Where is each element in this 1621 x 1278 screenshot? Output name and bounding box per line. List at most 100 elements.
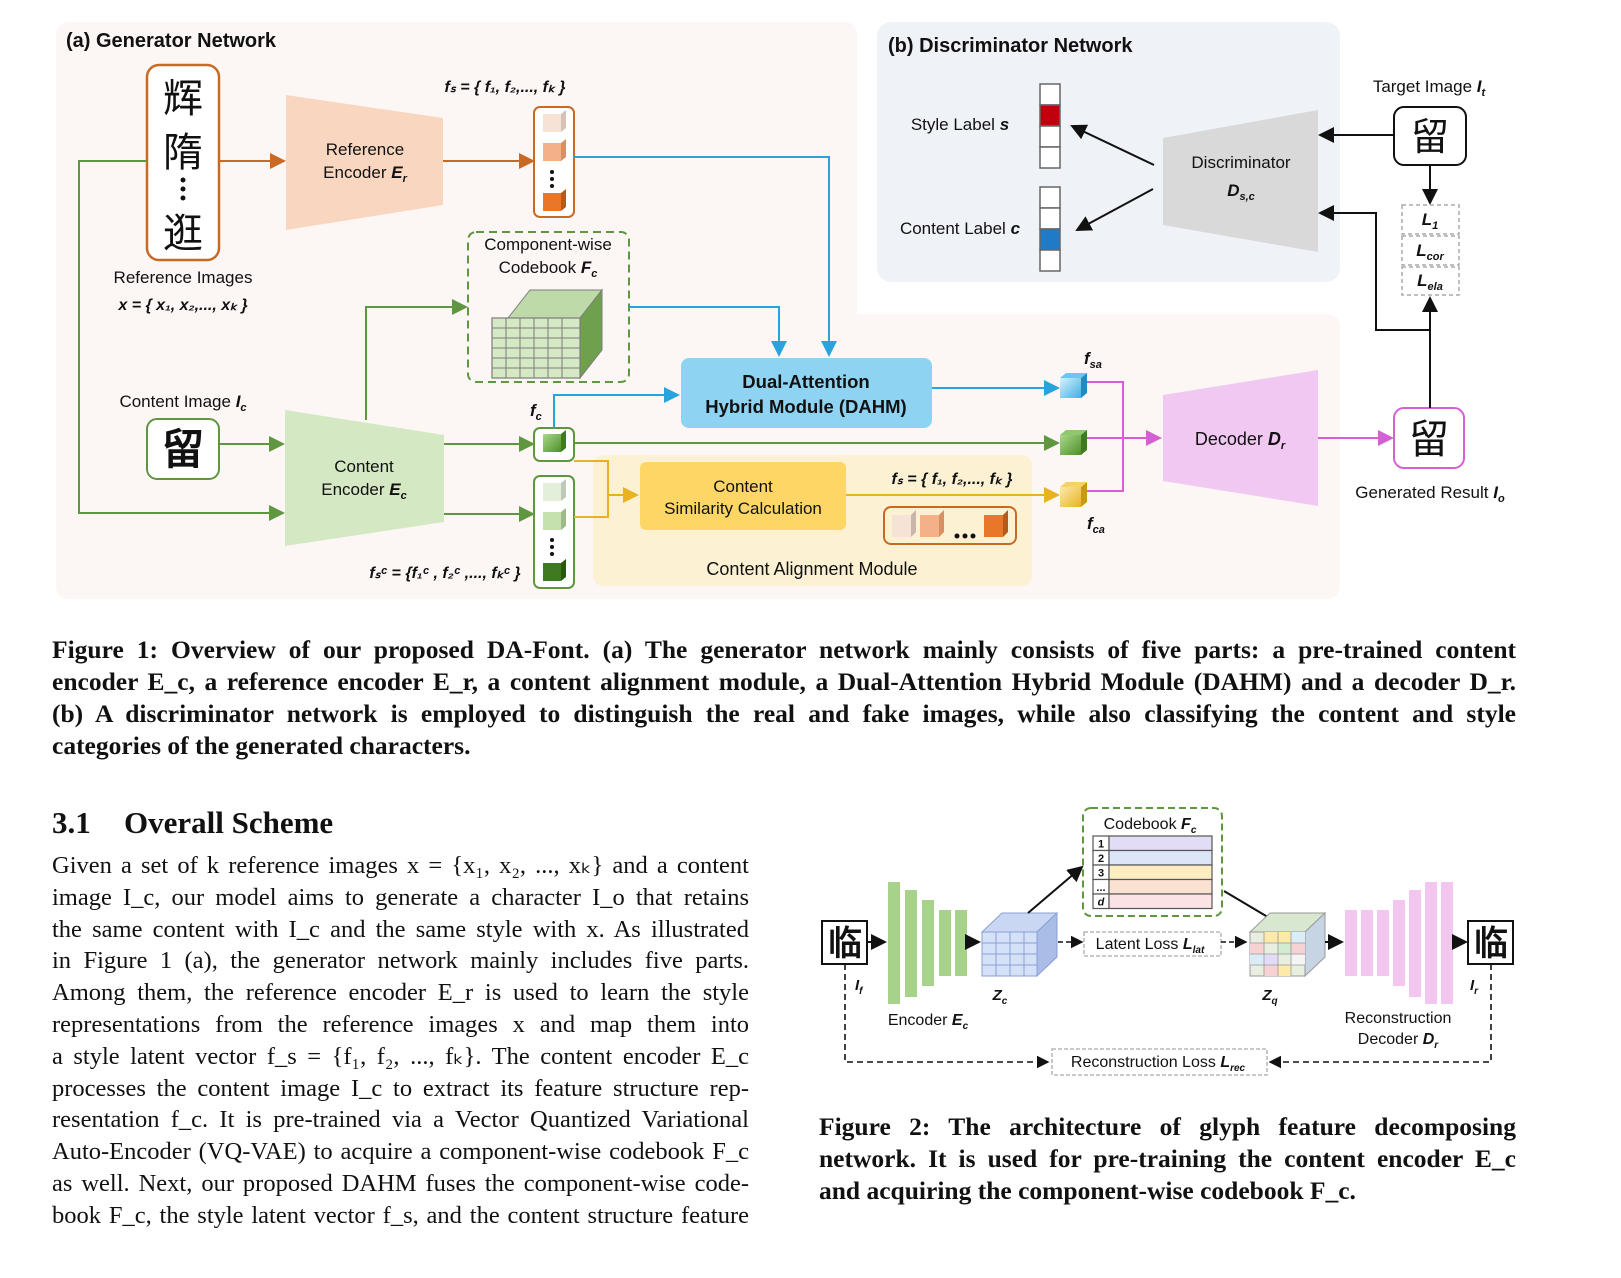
figure-1-caption-line: Figure 1: Overview of our proposed DA-Fo…	[52, 635, 1516, 664]
svg-text:Ir: Ir	[1470, 977, 1479, 997]
reference-images-formula: x = { x₁, x₂,..., xₖ }	[117, 297, 247, 314]
loss-stack: L1 Lcor Lela	[1401, 204, 1460, 296]
codebook-row-label: 1	[1098, 839, 1104, 851]
reference-images-box	[145, 63, 221, 262]
svg-text:Generated Result Io: Generated Result Io	[1355, 483, 1505, 505]
figure-2-caption: Figure 2: The architecture of glyph feat…	[819, 1111, 1516, 1207]
codebook-row	[1108, 849, 1213, 866]
body-line: image I_c, our model aims to generate a …	[52, 883, 749, 911]
svg-text:Encoder Er: Encoder Er	[323, 163, 407, 185]
fsc-box	[533, 475, 575, 589]
svg-text:Decoder Dr: Decoder Dr	[1358, 1031, 1440, 1051]
figure-2-caption-line: and acquiring the component-wise codeboo…	[819, 1176, 1356, 1205]
body-line: as well. Next, our proposed DAHM fuses t…	[52, 1169, 749, 1197]
codebook-row	[1108, 864, 1213, 881]
fig2-latent-loss	[1083, 931, 1222, 957]
body-line: Given a set of k reference images x = {x…	[52, 852, 749, 879]
fig2-input-box	[821, 920, 868, 965]
fig2-zc-cube-icon	[980, 911, 1059, 978]
discriminator-label: Discriminator	[1191, 153, 1291, 172]
codebook-cube-icon	[491, 288, 604, 380]
fig2-input-char: 临	[828, 924, 862, 964]
content-encoder-line1: Content	[334, 457, 394, 476]
cam-style-label: fₛ = { f₁, f₂,..., fₖ }	[892, 471, 1013, 488]
cam-style-vector	[883, 506, 1017, 545]
svg-text:Ds,c: Ds,c	[1227, 181, 1255, 203]
dahm-module	[681, 358, 932, 428]
codebook-row-label: ...	[1096, 882, 1105, 894]
svg-text:Target Image It: Target Image It	[1373, 77, 1487, 99]
body-line: in Figure 1 (a), the generator network m…	[52, 947, 749, 975]
figure-2-caption-line: network. It is used for pre-training the…	[819, 1144, 1516, 1173]
reference-encoder	[286, 95, 443, 230]
reference-encoder-line1: Reference	[326, 140, 404, 159]
csc-line2: Similarity Calculation	[664, 499, 822, 518]
fig2-zq-cube-icon	[1248, 911, 1327, 978]
figure-1-caption-line: (b) A discriminator network is employed …	[52, 699, 1516, 728]
content-similarity-calculation	[640, 462, 846, 530]
figure-2-caption-line: Figure 2: The architecture of glyph feat…	[819, 1112, 1516, 1141]
codebook-row-label: 3	[1098, 868, 1104, 880]
svg-text:Encoder Ec: Encoder Ec	[888, 1012, 969, 1032]
svg-text:Codebook Fc: Codebook Fc	[1104, 816, 1197, 836]
target-char: 留	[1411, 115, 1449, 159]
reference-char-2: 隋	[163, 130, 203, 176]
content-label-vector	[1039, 186, 1061, 272]
svg-text:fc: fc	[530, 401, 542, 423]
figure-1-caption-line: categories of the generated characters.	[52, 731, 471, 760]
cam-label: Content Alignment Module	[706, 559, 917, 579]
style-vector-label: fₛ = { f₁, f₂,..., fₖ }	[445, 79, 566, 96]
fsa-cube-icon	[1060, 373, 1087, 398]
body-line: Auto-Encoder (VQ-VAE) to acquire a compo…	[52, 1138, 749, 1166]
fig2-decoder-line1: Reconstruction	[1345, 1010, 1452, 1027]
svg-text:L1: L1	[1422, 210, 1439, 232]
style-vector-box	[533, 106, 575, 218]
section-number: 3.1	[52, 805, 91, 840]
body-line: book F_c, the style latent vector f_s, a…	[52, 1201, 749, 1229]
fig2-output-char: 临	[1474, 924, 1508, 964]
fc-out-cube-icon	[1060, 430, 1087, 455]
svg-text:Codebook Fc: Codebook Fc	[499, 258, 598, 280]
svg-text:Zq: Zq	[1261, 987, 1277, 1007]
svg-text:Lcor: Lcor	[1416, 241, 1444, 263]
style-label-vector	[1039, 83, 1061, 169]
svg-text:Latent Loss Llat: Latent Loss Llat	[1096, 936, 1205, 956]
codebook-row	[1108, 878, 1213, 895]
discriminator-title: (b) Discriminator Network	[888, 35, 1133, 57]
figure-1-caption: Figure 1: Overview of our proposed DA-Fo…	[52, 634, 1516, 762]
body-line: processes the content image I_c to extra…	[52, 1074, 749, 1102]
svg-text:Reconstruction Loss Lrec: Reconstruction Loss Lrec	[1071, 1054, 1246, 1074]
content-image-char: 留	[162, 425, 204, 474]
fig2-reconstruction-loss	[1051, 1048, 1268, 1076]
svg-text:Content Image Ic: Content Image Ic	[119, 392, 246, 414]
reference-char-1: 辉	[163, 76, 203, 122]
svg-text:Style Label s: Style Label s	[911, 115, 1009, 134]
figure-1-caption-line: encoder E_c, a reference encoder E_r, a …	[52, 667, 1516, 696]
fig2-decoder	[1345, 882, 1453, 1004]
generated-char: 留	[1409, 417, 1449, 463]
svg-text:fca: fca	[1087, 514, 1105, 536]
body-line: a style latent vector f_s = {f₁, f₂, ...…	[52, 1042, 749, 1070]
content-encoder	[285, 410, 444, 546]
codebook-row	[1108, 893, 1213, 910]
codebook-row-label: 2	[1098, 853, 1104, 865]
svg-text:Encoder Ec: Encoder Ec	[321, 480, 407, 502]
svg-text:fsa: fsa	[1084, 349, 1102, 371]
reference-images-label: Reference Images	[114, 268, 253, 287]
codebook-row	[1108, 835, 1213, 852]
body-line: resentation f_c. It is pre-trained via a…	[52, 1106, 749, 1134]
content-image-box	[146, 418, 220, 480]
svg-text:Zc: Zc	[992, 987, 1008, 1007]
dahm-line1: Dual-Attention	[742, 371, 869, 392]
fsc-label: fₛᶜ = {f₁ᶜ , f₂ᶜ ,..., fₖᶜ }	[369, 565, 520, 582]
body-line: the same content with I_c and the same s…	[52, 915, 749, 943]
csc-line1: Content	[713, 477, 773, 496]
svg-text:Content Label c: Content Label c	[900, 219, 1021, 238]
fig2-encoder	[888, 882, 967, 1004]
section-body: Given a set of k reference images x = {x…	[52, 850, 749, 1232]
dahm-line2: Hybrid Module (DAHM)	[705, 396, 906, 417]
decoder	[1163, 370, 1318, 506]
fca-cube-icon	[1060, 482, 1087, 507]
